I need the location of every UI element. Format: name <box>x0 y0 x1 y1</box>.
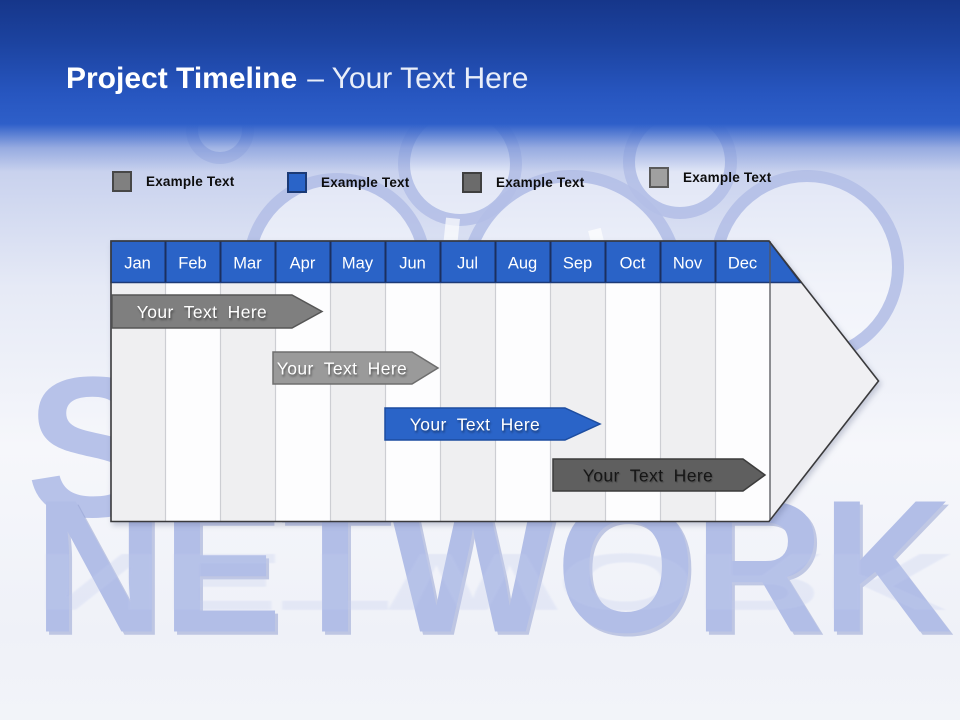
month-label: Dec <box>728 255 757 273</box>
legend-item: Example Text <box>112 169 234 193</box>
month-label: Apr <box>290 255 316 273</box>
header-band <box>0 0 960 172</box>
month-label: Feb <box>178 255 206 273</box>
month-label: Mar <box>233 255 262 273</box>
legend-swatch <box>462 171 482 193</box>
legend-label: Example Text <box>321 174 410 190</box>
month-label: Aug <box>508 255 537 273</box>
task-bar-label: Your Text Here <box>583 466 713 486</box>
timeline-arrow-graphic: Jan Feb Mar Apr May Jun Jul Aug Sep Oct … <box>110 240 880 523</box>
month-label: May <box>342 255 374 273</box>
task-bar-2: Your Text Here <box>272 351 440 385</box>
task-bar-shape <box>384 407 602 441</box>
task-bar-label: Your Text Here <box>137 302 267 322</box>
task-bar-3: Your Text Here <box>384 407 602 441</box>
legend-swatch <box>112 170 132 192</box>
legend-label: Example Text <box>146 173 235 189</box>
arrow-outline <box>110 240 880 523</box>
legend-label: Example Text <box>496 174 585 190</box>
month-label: Sep <box>563 255 592 273</box>
background-watermark-reflection: NETWORK <box>34 536 950 627</box>
task-bar-shape <box>552 458 767 492</box>
title-primary: Project Timeline <box>66 62 298 95</box>
month-header-dividers <box>164 241 717 282</box>
grid-lines <box>164 282 717 521</box>
legend-swatch <box>649 166 669 188</box>
legend-item: Example Text <box>287 170 409 194</box>
title-secondary: – Your Text Here <box>307 62 529 95</box>
legend-item: Example Text <box>649 165 771 189</box>
task-bar-label: Your Text Here <box>410 415 540 435</box>
arrow-head <box>770 241 879 522</box>
legend-swatch <box>287 171 307 193</box>
task-bar-shape <box>111 294 324 329</box>
month-labels: Jan Feb Mar Apr May Jun Jul Aug Sep Oct … <box>124 255 757 273</box>
timeline-chart: Jan Feb Mar Apr May Jun Jul Aug Sep Oct … <box>110 240 882 525</box>
month-label: Jun <box>399 255 426 273</box>
legend-label: Example Text <box>683 169 772 185</box>
task-bar-label: Your Text Here <box>277 359 407 379</box>
month-label: Oct <box>620 255 646 273</box>
month-label: Nov <box>673 255 703 273</box>
legend-item: Example Text <box>462 170 584 194</box>
task-bar-shape <box>272 351 440 385</box>
page-title: Project Timeline – Your Text Here <box>66 60 528 98</box>
month-label: Jul <box>457 255 478 273</box>
month-label: Jan <box>124 255 151 273</box>
task-bar-4: Your Text Here <box>552 458 767 492</box>
task-bar-1: Your Text Here <box>111 294 324 329</box>
